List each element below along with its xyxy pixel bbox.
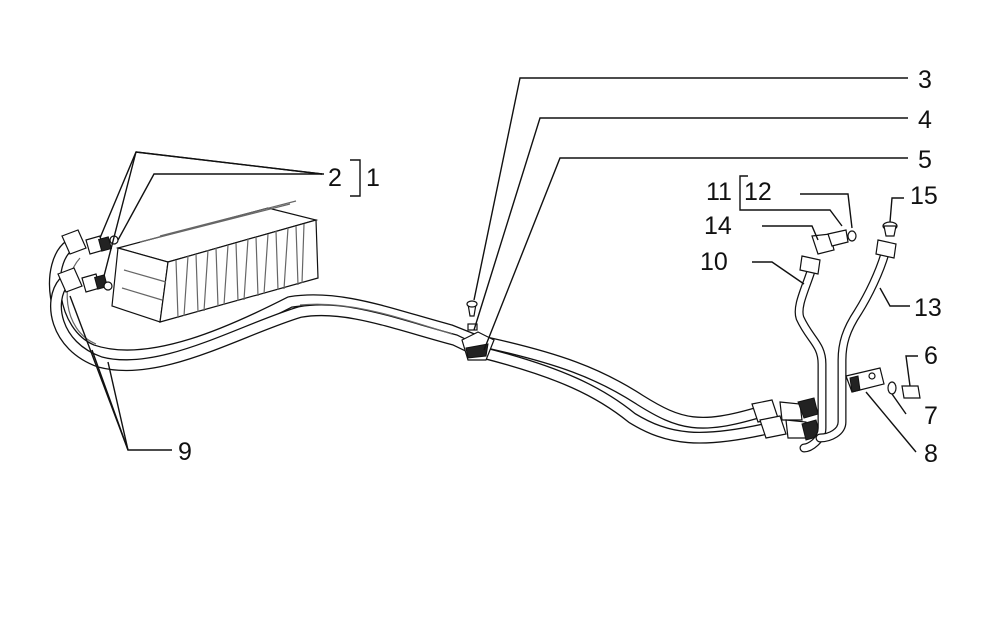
callout-13: 13 (914, 294, 942, 322)
callout-3: 3 (918, 66, 932, 94)
callout-14: 14 (704, 212, 732, 240)
callout-5: 5 (918, 146, 932, 174)
callout-15: 15 (910, 182, 938, 210)
callout-9: 9 (178, 438, 192, 466)
callout-8: 8 (924, 440, 938, 468)
callout-6: 6 (924, 342, 938, 370)
callout-12: 12 (744, 178, 772, 206)
callout-7: 7 (924, 402, 938, 430)
right-connections (751, 221, 921, 453)
callout-1: 1 (366, 164, 380, 192)
callout-11: 11 (706, 178, 732, 206)
callout-10: 10 (700, 248, 728, 276)
callout-labels: 1 2 3 4 5 6 7 8 9 10 11 12 13 14 15 (178, 66, 942, 468)
cooler-block (111, 200, 319, 323)
callout-2: 2 (328, 164, 342, 192)
pipe-bundle (48, 239, 776, 444)
leader-lines (69, 77, 918, 453)
callout-4: 4 (918, 106, 932, 134)
pipe-clamp (461, 300, 495, 361)
left-fittings (57, 229, 119, 293)
